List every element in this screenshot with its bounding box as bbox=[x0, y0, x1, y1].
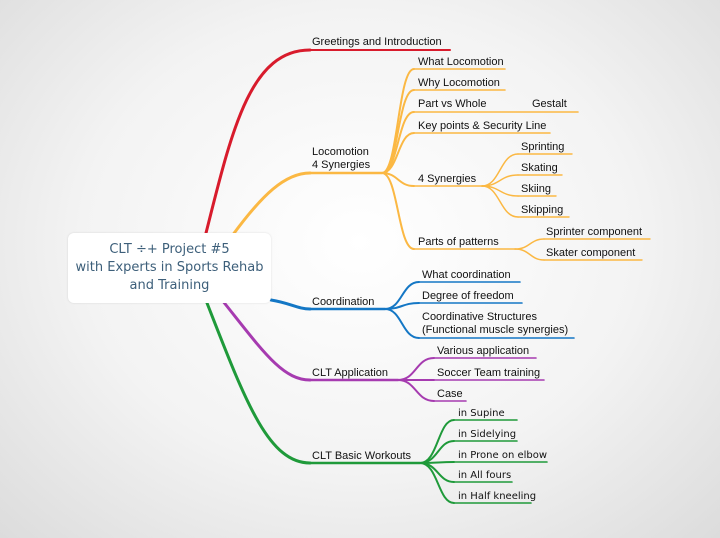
locomotion-connector bbox=[230, 68, 651, 261]
node-degree-of-freedom[interactable]: Degree of freedom bbox=[422, 290, 514, 302]
node-case[interactable]: Case bbox=[437, 388, 463, 400]
node-what-coordination[interactable]: What coordination bbox=[422, 269, 511, 281]
node-in-half-kneeling[interactable]: in Half kneeling bbox=[458, 491, 537, 502]
node-locomotion-line2[interactable]: 4 Synergies bbox=[312, 159, 371, 171]
application-connector bbox=[220, 298, 545, 402]
node-gestalt[interactable]: Gestalt bbox=[532, 98, 567, 110]
node-greetings[interactable]: Greetings and Introduction bbox=[312, 36, 442, 48]
node-sprinter-component[interactable]: Sprinter component bbox=[546, 226, 642, 238]
node-clt-basic-workouts[interactable]: CLT Basic Workouts bbox=[312, 450, 412, 462]
node-coordinative-structures-line1[interactable]: Coordinative Structures bbox=[422, 311, 537, 323]
node-key-points[interactable]: Key points & Security Line bbox=[418, 120, 547, 132]
node-part-vs-whole[interactable]: Part vs Whole bbox=[418, 98, 487, 110]
node-coordination[interactable]: Coordination bbox=[312, 296, 375, 308]
root-node[interactable]: CLT ÷+ Project #5 with Experts in Sports… bbox=[68, 233, 271, 303]
node-locomotion-line1[interactable]: Locomotion bbox=[312, 146, 369, 158]
node-soccer-team-training[interactable]: Soccer Team training bbox=[437, 367, 541, 379]
node-in-sidelying[interactable]: in Sidelying bbox=[458, 429, 517, 440]
node-sprinting[interactable]: Sprinting bbox=[521, 141, 565, 153]
node-skipping[interactable]: Skipping bbox=[521, 204, 564, 216]
coordination-connector bbox=[269, 281, 575, 339]
root-line-2: with Experts in Sports Rehab bbox=[75, 260, 264, 275]
node-skiing[interactable]: Skiing bbox=[521, 183, 551, 195]
greetings-connector bbox=[204, 48, 451, 235]
node-in-prone-on-elbow[interactable]: in Prone on elbow bbox=[458, 450, 548, 461]
node-why-locomotion[interactable]: Why Locomotion bbox=[418, 77, 500, 89]
node-coordinative-structures-line2[interactable]: (Functional muscle synergies) bbox=[422, 324, 569, 336]
node-various-application[interactable]: Various application bbox=[437, 345, 530, 357]
node-4-synergies[interactable]: 4 Synergies bbox=[418, 173, 477, 185]
workouts-connector bbox=[205, 301, 548, 504]
node-what-locomotion[interactable]: What Locomotion bbox=[418, 56, 504, 68]
root-line-3: and Training bbox=[129, 278, 210, 293]
node-parts-of-patterns[interactable]: Parts of patterns bbox=[418, 236, 499, 248]
node-skating[interactable]: Skating bbox=[521, 162, 558, 174]
root-line-1: CLT ÷+ Project #5 bbox=[109, 242, 230, 257]
node-in-all-fours[interactable]: in All fours bbox=[458, 470, 512, 481]
node-skater-component[interactable]: Skater component bbox=[546, 247, 636, 259]
node-in-supine[interactable]: in Supine bbox=[458, 408, 505, 419]
node-clt-application[interactable]: CLT Application bbox=[312, 367, 389, 379]
